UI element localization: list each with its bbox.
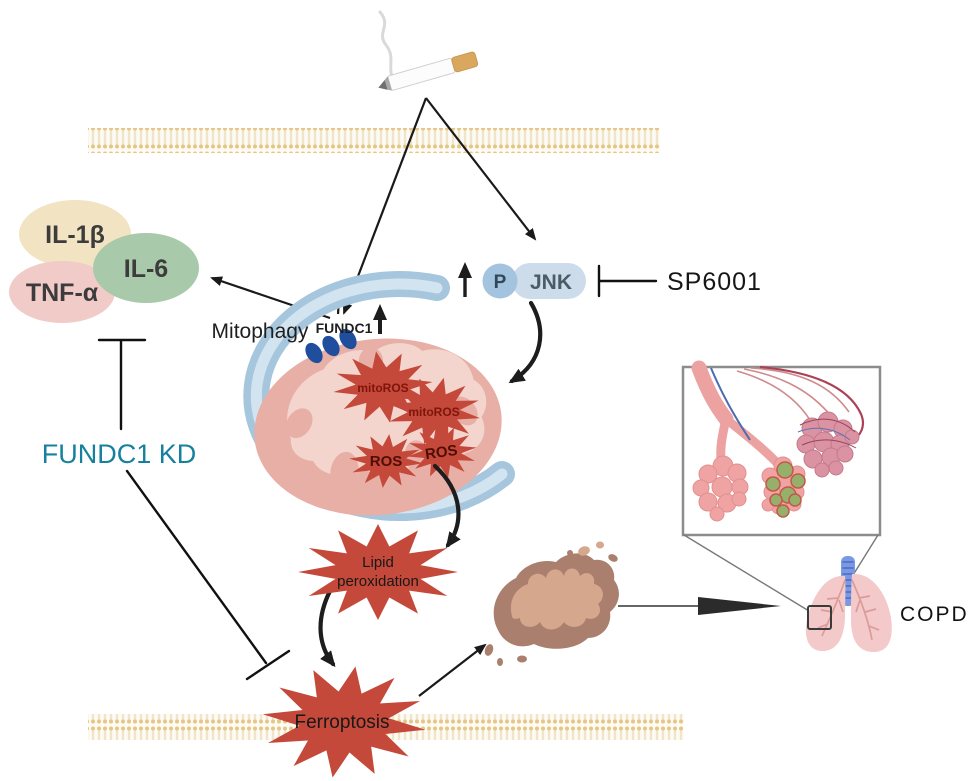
lungs	[805, 556, 892, 653]
tnfa-label: TNF-α	[26, 279, 99, 307]
cytokine-tnfa-oval	[9, 261, 115, 323]
mito-fragment	[484, 644, 494, 656]
fundc1-label: FUNDC1	[316, 320, 373, 336]
mito-fragment	[567, 550, 573, 556]
capillary	[797, 427, 851, 441]
arrow-damaged-mito-to-lung	[618, 597, 781, 615]
callout-square	[807, 605, 832, 630]
lung-left-lobe	[805, 575, 846, 652]
fundc1-kd-inhibition-cytokines	[97, 338, 147, 431]
crista	[330, 451, 359, 492]
mito-fragment	[608, 554, 618, 562]
fundc1-dot	[322, 335, 340, 357]
p-phospho-circle	[482, 263, 518, 299]
arrow-head	[698, 597, 781, 615]
cigarette-icon	[378, 10, 479, 91]
pulmonary-vein	[710, 367, 751, 441]
il1b-label: IL-1β	[45, 221, 105, 249]
fundc1-dot	[305, 342, 323, 364]
callout-line-left	[683, 534, 810, 612]
pulmonary-artery	[759, 365, 865, 442]
cigarette-filter	[451, 51, 479, 73]
mito-fragment	[517, 655, 527, 663]
mitoros-label-a: mitoROS	[357, 381, 408, 395]
p-label: P	[494, 272, 507, 293]
fundc1-dot	[339, 328, 357, 350]
mitoros-label-b: mitoROS	[408, 405, 459, 419]
bronchiole-branch-middle	[721, 414, 783, 469]
capillary	[799, 418, 856, 433]
lung-right-lobe	[851, 573, 892, 653]
ros-label-a: ROS	[370, 453, 403, 470]
il6-label: IL-6	[124, 255, 168, 283]
ros-label-b: ROS	[424, 442, 459, 463]
mitophagy-label: Mitophagy	[212, 320, 309, 343]
arrow-ros-to-lipid	[432, 463, 461, 549]
cytokine-cluster: IL-1β TNF-α IL-6	[9, 200, 199, 323]
bronchiole-twig	[743, 368, 832, 417]
sp6001-inhibition-bar	[597, 264, 658, 298]
alveolar-sac-left	[692, 455, 749, 522]
fundc1-proteins	[305, 328, 357, 364]
fundc1-kd-inhibition-ferroptosis	[125, 469, 291, 681]
alveoli-inset	[681, 360, 882, 537]
fundc1-kd-label: FUNDC1 KD	[42, 439, 197, 469]
crista	[285, 408, 313, 439]
alveolar-sac-middle	[761, 456, 806, 518]
fundc1-kd-module: FUNDC1 KD	[42, 338, 291, 681]
arrow-cigarette-to-jnk	[425, 97, 537, 241]
mito-fragment	[596, 541, 604, 549]
damaged-mitochondrion	[484, 541, 619, 666]
alveolar-sac-right	[796, 411, 860, 478]
jnk-pill	[512, 263, 586, 299]
damaged-mito-matrix	[510, 568, 603, 630]
arrow-lipid-to-ferroptosis	[318, 588, 336, 668]
sp6001-label: SP6001	[667, 268, 762, 296]
jnk-label: JNK	[530, 271, 572, 294]
lung-airway-tree	[817, 579, 880, 641]
ferroptosis-label: Ferroptosis	[294, 712, 389, 733]
capillary	[801, 439, 857, 449]
bronchiole-twig	[750, 367, 850, 413]
cytokine-il6-oval	[93, 233, 199, 303]
smoke-icon	[378, 10, 402, 89]
bronchiole-twig	[736, 370, 811, 421]
arrow-jnk-to-mitochondrion	[508, 300, 543, 384]
bronchiole-branch-left	[716, 414, 731, 465]
arrow-ferroptosis-to-damaged-mito	[418, 643, 487, 697]
mito-fragment	[578, 546, 590, 556]
cigarette-body	[387, 57, 456, 91]
cigarette-lit-end	[378, 80, 388, 90]
cell-membrane-top	[88, 128, 660, 153]
jnk-module: P JNK SP6001	[458, 262, 762, 384]
mito-fragment	[497, 658, 503, 666]
copd-label: COPD	[900, 603, 968, 626]
